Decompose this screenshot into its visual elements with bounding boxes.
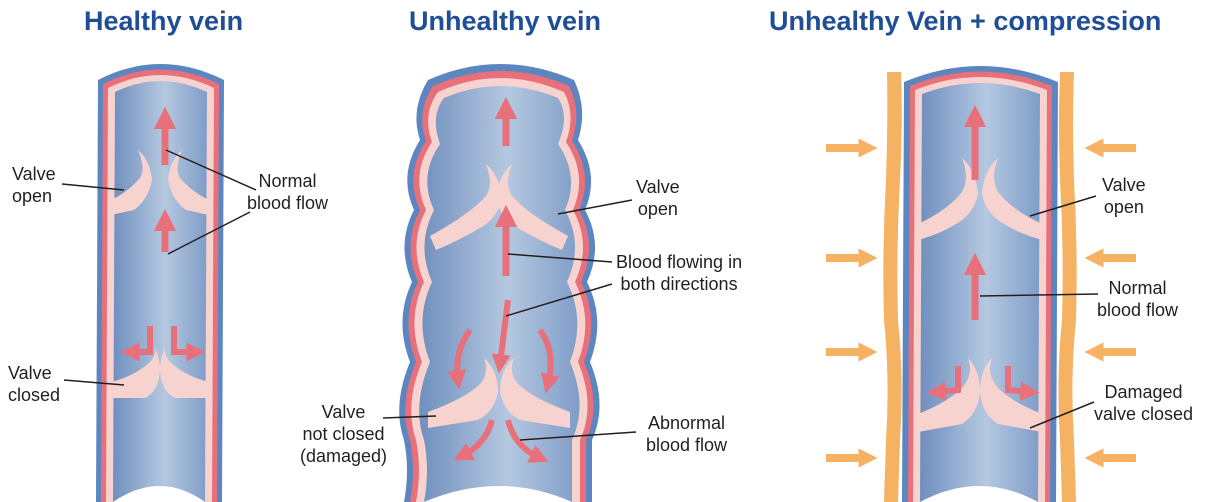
compressed-vein (826, 66, 1136, 502)
label-normal-blood-flow: Normal blood flow (247, 170, 328, 214)
label-abnormal-blood-flow: Abnormal blood flow (646, 412, 727, 456)
vein-lumen (920, 83, 1040, 502)
label-valve-not-closed-damaged: Valve not closed (damaged) (300, 401, 387, 467)
label-damaged-valve-closed: Damaged valve closed (1094, 381, 1193, 425)
label-valve-open: Valve open (1102, 174, 1146, 218)
label-blood-flowing-both-directions: Blood flowing in both directions (616, 251, 742, 295)
label-valve-closed: Valve closed (8, 362, 60, 406)
vein-lumen (113, 81, 207, 502)
label-valve-open: Valve open (12, 163, 56, 207)
label-valve-open: Valve open (636, 176, 680, 220)
healthy-vein (62, 64, 256, 502)
compression-band-left (883, 72, 901, 502)
unhealthy-vein (383, 64, 636, 502)
compression-band-right (1058, 72, 1076, 502)
label-normal-blood-flow: Normal blood flow (1097, 277, 1178, 321)
vein-lumen (419, 86, 579, 502)
